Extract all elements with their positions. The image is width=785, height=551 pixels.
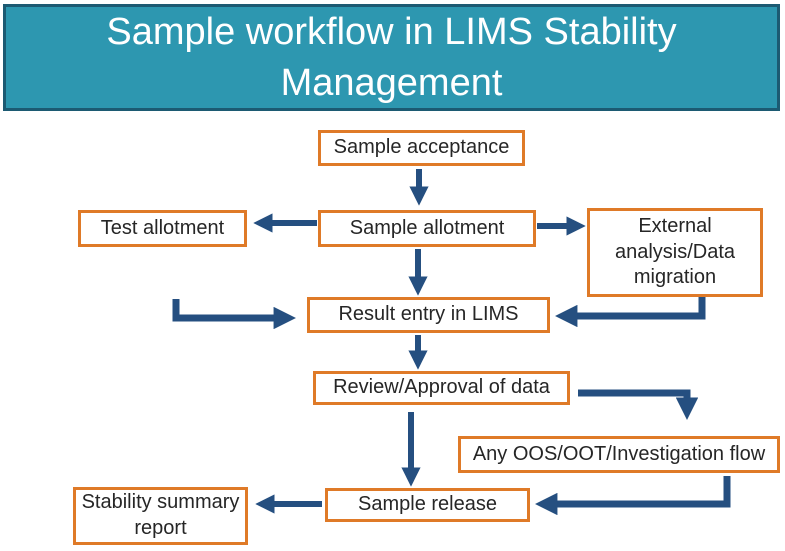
node-oos-investigation-label: Any OOS/OOT/Investigation flow: [472, 442, 766, 465]
diagram-title: Sample workflow in LIMS Stability Manage…: [106, 11, 677, 104]
node-external-analysis: External analysis/Data migration: [587, 208, 763, 297]
arrow-left-elbow-to-result-entry: [172, 299, 296, 330]
node-stability-report: Stability summary report: [73, 487, 248, 545]
node-external-analysis-label: External analysis/Data migration: [614, 215, 736, 289]
arrow-external-to-result-entry: [555, 297, 706, 328]
node-stability-report-label: Stability summary report: [81, 491, 240, 539]
node-sample-release: Sample release: [325, 488, 530, 522]
node-sample-allotment: Sample allotment: [318, 210, 536, 247]
node-test-allotment-label: Test allotment: [100, 216, 225, 239]
node-test-allotment: Test allotment: [78, 210, 247, 247]
diagram-title-banner: Sample workflow in LIMS Stability Manage…: [3, 4, 780, 111]
node-sample-acceptance-label: Sample acceptance: [333, 136, 510, 159]
node-oos-investigation: Any OOS/OOT/Investigation flow: [458, 436, 780, 473]
arrow-oos-to-release: [535, 476, 731, 516]
node-result-entry: Result entry in LIMS: [307, 297, 550, 333]
node-sample-release-label: Sample release: [358, 493, 497, 516]
node-result-entry-label: Result entry in LIMS: [338, 303, 519, 326]
node-sample-acceptance: Sample acceptance: [318, 130, 525, 166]
arrow-review-to-oos: [578, 389, 699, 420]
node-review-approval-label: Review/Approval of data: [333, 376, 550, 399]
node-review-approval: Review/Approval of data: [313, 371, 570, 405]
node-sample-allotment-label: Sample allotment: [349, 216, 505, 239]
